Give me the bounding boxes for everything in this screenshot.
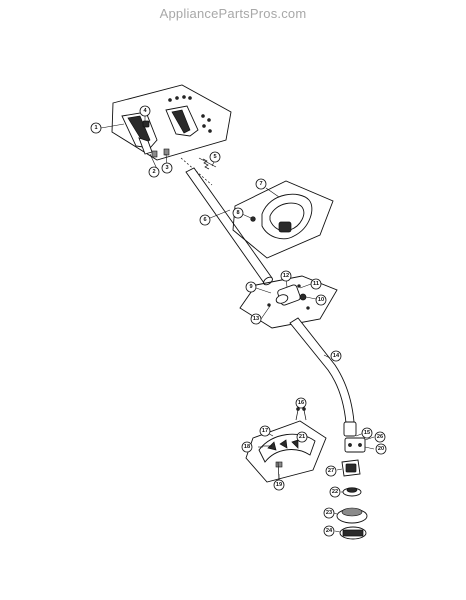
callout-label: 22 bbox=[332, 489, 338, 495]
callout-label: 2 bbox=[152, 169, 155, 175]
callout-21: 21 bbox=[296, 431, 308, 443]
watermark-text: AppliancePartsPros.com bbox=[159, 6, 307, 21]
handle-assembly-panel bbox=[111, 84, 232, 161]
lower-curved-shaft bbox=[289, 317, 357, 437]
callout-3: 3 bbox=[161, 162, 173, 174]
callout-label: 15 bbox=[364, 430, 370, 436]
callout-label: 10 bbox=[318, 297, 324, 303]
callout-label: 17 bbox=[262, 428, 268, 434]
callout-label: 24 bbox=[326, 528, 333, 534]
callout-label: 19 bbox=[276, 482, 282, 488]
callout-label: 9 bbox=[249, 284, 252, 290]
shield-panel bbox=[245, 420, 327, 483]
callout-20: 20 bbox=[375, 443, 387, 455]
callout-9: 9 bbox=[245, 281, 257, 293]
callout-label: 18 bbox=[244, 444, 250, 450]
callout-13: 13 bbox=[250, 313, 262, 325]
callout-5: 5 bbox=[209, 151, 221, 163]
callout-label: 3 bbox=[165, 165, 168, 171]
callout-16: 16 bbox=[295, 397, 307, 409]
callout-26: 26 bbox=[374, 431, 386, 443]
callout-label: 23 bbox=[326, 510, 332, 516]
callout-4: 4 bbox=[139, 105, 151, 117]
callout-label: 1 bbox=[94, 125, 97, 131]
upper-shaft-tube bbox=[180, 157, 273, 286]
callout-14: 14 bbox=[330, 350, 342, 362]
callout-23: 23 bbox=[323, 507, 335, 519]
callout-12: 12 bbox=[280, 270, 292, 282]
callout-label: 4 bbox=[143, 108, 147, 114]
callout-label: 8 bbox=[236, 210, 239, 216]
callout-label: 13 bbox=[253, 316, 259, 322]
callout-7: 7 bbox=[255, 178, 267, 190]
callout-label: 20 bbox=[378, 446, 384, 452]
callout-label: 16 bbox=[298, 400, 304, 406]
callout-8: 8 bbox=[232, 207, 244, 219]
callout-label: 14 bbox=[333, 353, 340, 359]
callout-24: 24 bbox=[323, 525, 335, 537]
callout-label: 5 bbox=[213, 154, 216, 160]
callout-19: 19 bbox=[273, 479, 285, 491]
screw-pair bbox=[295, 407, 307, 421]
coupler-panel bbox=[239, 275, 338, 329]
callout-label: 6 bbox=[203, 217, 206, 223]
callout-27: 27 bbox=[325, 465, 337, 477]
callout-17: 17 bbox=[259, 425, 271, 437]
callout-6: 6 bbox=[199, 214, 211, 226]
callout-label: 7 bbox=[259, 181, 262, 187]
callout-label: 11 bbox=[313, 281, 319, 287]
callout-label: 27 bbox=[328, 468, 334, 474]
callout-label: 21 bbox=[299, 434, 305, 440]
trimmer-head-stack bbox=[336, 437, 368, 540]
callout-22: 22 bbox=[329, 486, 341, 498]
callout-11: 11 bbox=[310, 278, 322, 290]
screw-set bbox=[168, 95, 212, 133]
callout-2: 2 bbox=[148, 166, 160, 178]
callout-15: 15 bbox=[361, 427, 373, 439]
callout-1: 1 bbox=[90, 122, 102, 134]
assist-handle-panel bbox=[232, 180, 334, 259]
callout-10: 10 bbox=[315, 294, 327, 306]
callout-18: 18 bbox=[241, 441, 253, 453]
callout-label: 26 bbox=[377, 434, 383, 440]
callout-label: 12 bbox=[283, 273, 289, 279]
